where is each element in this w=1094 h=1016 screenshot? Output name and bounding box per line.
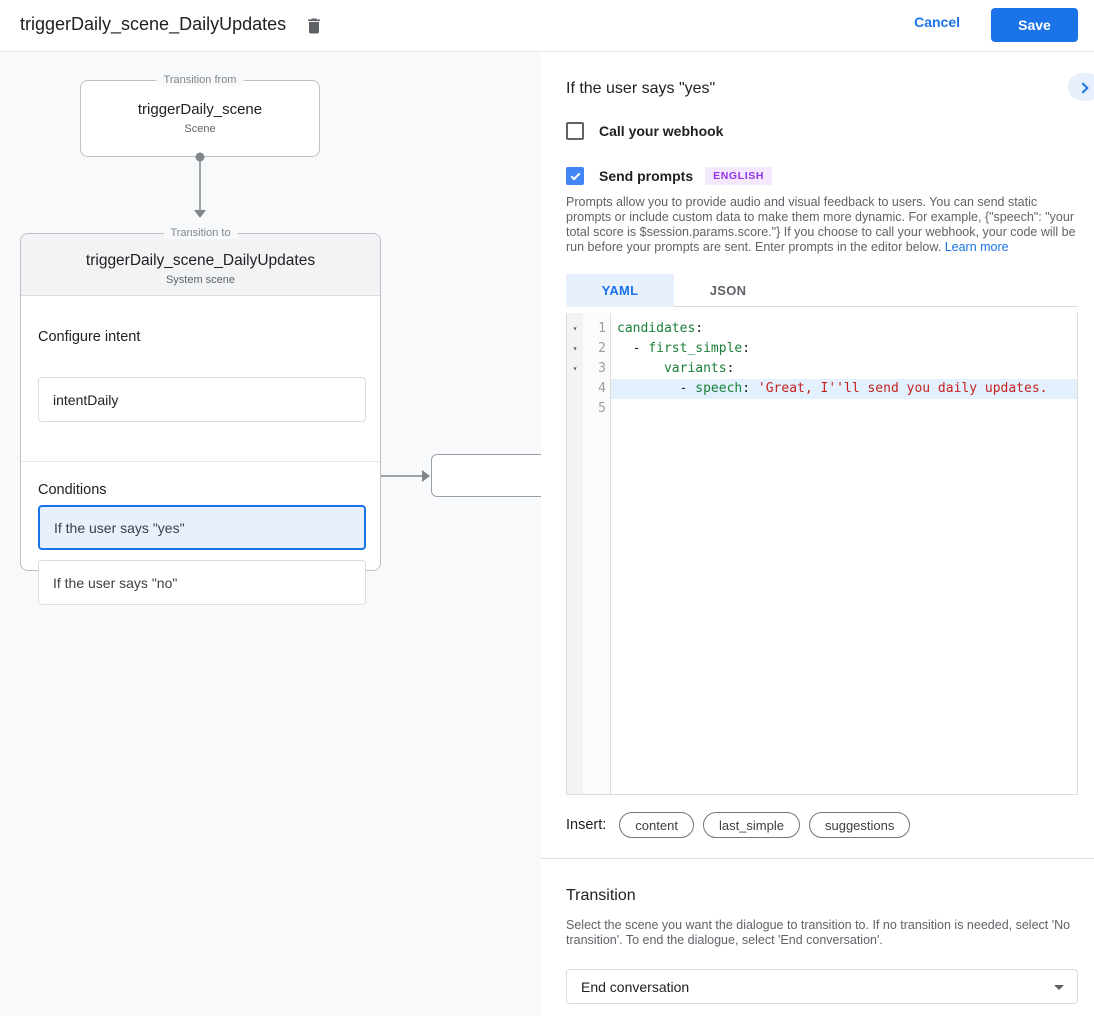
editor-line-number-gutter (583, 313, 611, 794)
line-number: 3 (598, 361, 606, 376)
dropdown-caret-icon (1054, 985, 1064, 990)
transition-select[interactable]: End conversation (566, 969, 1078, 1004)
cancel-button[interactable]: Cancel (914, 14, 960, 30)
fold-gutter-cell (567, 379, 583, 399)
save-button[interactable]: Save (991, 8, 1078, 42)
insert-chip-content[interactable]: content (619, 812, 694, 838)
top-bar: triggerDaily_scene_DailyUpdates Cancel S… (0, 0, 1094, 52)
code-line[interactable]: ▾ 1 candidates: (567, 319, 1077, 339)
transition-from-card[interactable]: Transition from triggerDaily_scene Scene (80, 74, 320, 157)
configure-intent-label: Configure intent (38, 329, 141, 345)
condition-editor-panel: If the user says "yes" Call your webhook… (541, 52, 1094, 1016)
trash-icon (304, 18, 324, 39)
page-title: triggerDaily_scene_DailyUpdates (20, 14, 287, 34)
insert-label: Insert: (566, 817, 607, 833)
code-line-text: - first_simple: (617, 341, 751, 356)
code-line[interactable]: 4 - speech: 'Great, I''ll send you daily… (567, 379, 1077, 399)
prompts-description-text: Prompts allow you to provide audio and v… (566, 195, 1076, 254)
code-line-text: candidates: (617, 321, 704, 336)
call-webhook-label: Call your webhook (599, 123, 724, 139)
transition-selected-value: End conversation (581, 978, 690, 995)
send-prompts-label: Send prompts (599, 168, 694, 184)
insert-chip-last-simple[interactable]: last_simple (702, 812, 800, 838)
collapse-panel-button[interactable] (1068, 73, 1094, 101)
checkbox-checked-icon[interactable] (566, 167, 584, 185)
fold-arrow-icon[interactable]: ▾ (572, 324, 578, 333)
code-line[interactable]: ▾ 2 - first_simple: (567, 339, 1077, 359)
call-webhook-checkbox-row[interactable]: Call your webhook (566, 122, 723, 140)
section-divider (541, 858, 1094, 859)
fold-arrow-icon[interactable]: ▾ (572, 364, 578, 373)
line-number: 1 (598, 321, 606, 336)
transition-to-card[interactable]: Transition to triggerDaily_scene_DailyUp… (20, 227, 381, 605)
to-scene-header: triggerDaily_scene_DailyUpdates System s… (21, 234, 380, 296)
transition-section-title: Transition (566, 887, 636, 904)
transition-target-node[interactable] (431, 454, 541, 497)
intent-item[interactable]: intentDaily (38, 377, 366, 422)
condition-title: If the user says "yes" (566, 80, 716, 97)
code-line[interactable]: ▾ 3 variants: (567, 359, 1077, 379)
to-scene-name: triggerDaily_scene_DailyUpdates (85, 252, 316, 269)
from-scene-name: triggerDaily_scene (137, 101, 263, 118)
code-line-text (611, 399, 1077, 419)
fold-arrow-icon[interactable]: ▾ (572, 344, 578, 353)
editor-fold-gutter (567, 313, 583, 794)
code-line-text: - speech: 'Great, I''ll send you daily u… (611, 379, 1077, 399)
send-prompts-checkbox-row[interactable]: Send prompts ENGLISH (566, 167, 772, 185)
code-line[interactable]: 5 (567, 399, 1077, 419)
fold-gutter-cell (567, 399, 583, 419)
editor-format-tabs: YAML JSON (566, 274, 1078, 307)
tab-yaml[interactable]: YAML (566, 274, 674, 307)
insert-snippet-row: Insert: content last_simple suggestions (566, 812, 919, 838)
transition-from-legend: Transition from (156, 74, 244, 86)
delete-scene-button[interactable] (302, 15, 326, 39)
code-editor[interactable]: ▾ 1 candidates: ▾ 2 - first_simple: ▾ 3 varian… (566, 313, 1078, 795)
checkbox-unchecked-icon[interactable] (566, 122, 584, 140)
insert-chip-suggestions[interactable]: suggestions (808, 812, 911, 838)
scene-flow-canvas[interactable]: Transition from triggerDaily_scene Scene… (0, 52, 541, 1016)
code-line-text: variants: (663, 361, 735, 376)
to-scene-type: System scene (165, 274, 236, 286)
line-number: 5 (598, 401, 606, 416)
card-section-divider (21, 461, 380, 462)
language-badge: ENGLISH (705, 167, 772, 185)
condition-item-no[interactable]: If the user says "no" (38, 560, 366, 605)
learn-more-link[interactable]: Learn more (944, 240, 1009, 254)
conditions-label: Conditions (38, 482, 107, 498)
from-scene-type: Scene (184, 123, 216, 135)
line-number: 4 (598, 381, 606, 396)
transition-description: Select the scene you want the dialogue t… (566, 918, 1071, 947)
code-editor-lines: ▾ 1 candidates: ▾ 2 - first_simple: ▾ 3 varian… (567, 319, 1077, 419)
line-number: 2 (598, 341, 606, 356)
prompts-description: Prompts allow you to provide audio and v… (566, 195, 1078, 255)
chevron-right-icon (1077, 81, 1089, 94)
condition-item-yes[interactable]: If the user says "yes" (38, 505, 366, 550)
tab-json[interactable]: JSON (709, 283, 747, 298)
transition-to-legend: Transition to (163, 227, 238, 239)
